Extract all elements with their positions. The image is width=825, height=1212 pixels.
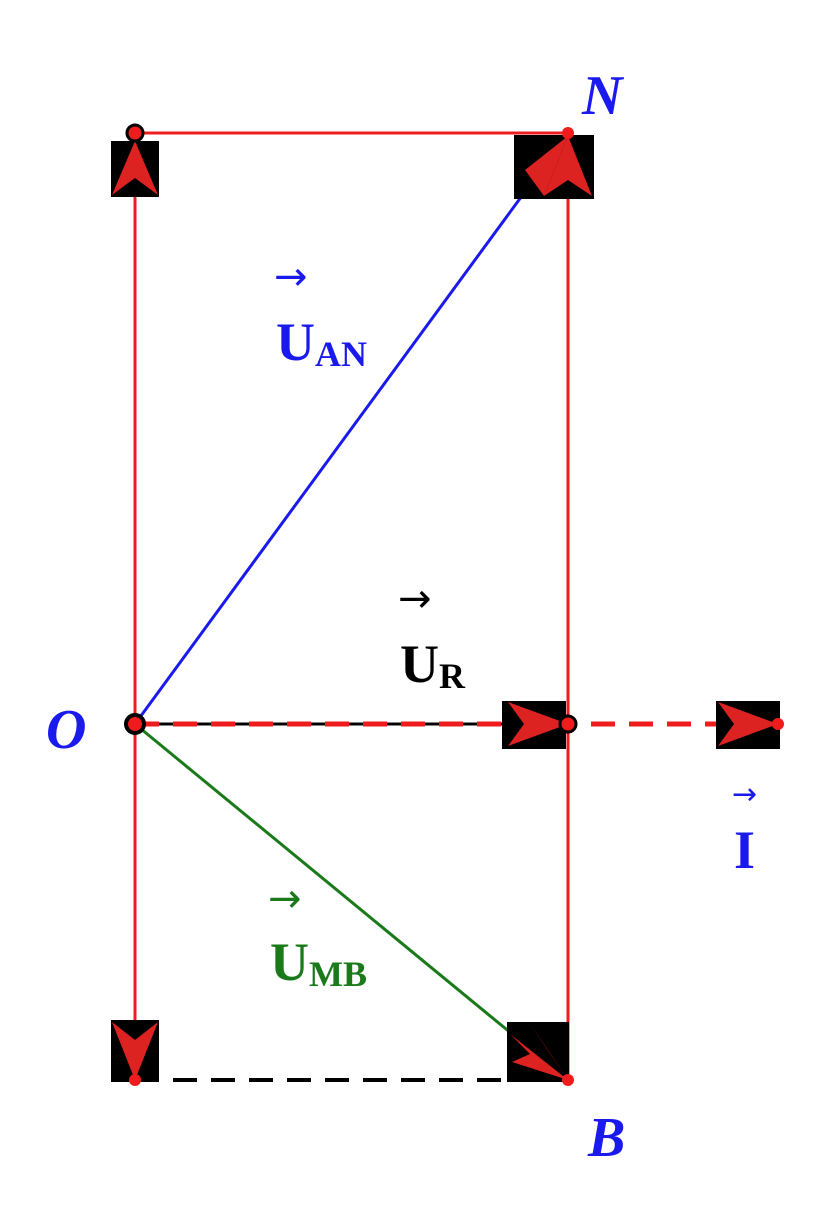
- u-r-label: UR: [400, 634, 466, 696]
- arrow-marker-current: [716, 701, 780, 749]
- current-label: I: [734, 820, 755, 880]
- u-an-sub: AN: [315, 334, 367, 374]
- arrow-marker-u-r: [502, 701, 568, 749]
- arrow-marker-up-left: [111, 141, 159, 197]
- vertex-dot-current-tip: [772, 718, 784, 730]
- vertex-dot-top-left: [125, 123, 145, 143]
- u-mb-sub: MB: [309, 954, 367, 994]
- u-an-vector-line: [133, 132, 570, 725]
- u-mb-vector-line: [134, 722, 569, 1082]
- u-mb-main: U: [270, 932, 309, 992]
- u-r-arrow-glyph: →: [398, 576, 432, 622]
- point-label-o: O: [46, 699, 86, 761]
- arrow-marker-down-left: [111, 1020, 159, 1082]
- u-mb-label: UMB: [270, 932, 367, 994]
- u-an-main: U: [276, 312, 315, 372]
- u-an-arrow-glyph: →: [274, 254, 308, 300]
- u-r-main: U: [400, 634, 439, 694]
- point-label-n: N: [581, 65, 625, 127]
- point-label-b: B: [587, 1107, 625, 1169]
- u-an-label: UAN: [276, 312, 367, 374]
- vertex-dot-bottom-left: [129, 1074, 141, 1086]
- u-mb-arrow-glyph: →: [268, 876, 302, 922]
- vertex-dot-n: [562, 127, 574, 139]
- arrow-marker-b: [507, 1022, 569, 1082]
- vertex-dot-mid-right: [558, 714, 578, 734]
- vertex-dot-b: [562, 1074, 574, 1086]
- vertex-dot-o: [124, 713, 146, 735]
- current-arrow-glyph: →: [732, 777, 757, 812]
- arrow-marker-n: [514, 135, 594, 199]
- u-r-sub: R: [439, 656, 466, 696]
